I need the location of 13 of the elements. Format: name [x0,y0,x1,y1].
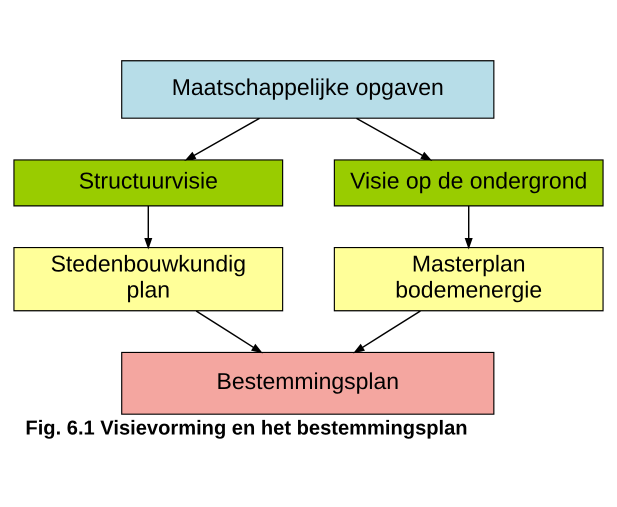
node-box: Maatschappelijke opgaven [121,60,494,118]
node-box: Bestemmingsplan [121,351,494,414]
node-box: Visie op de ondergrond [334,158,604,206]
arrow [196,310,263,353]
node-box: Structuurvisie [13,158,284,206]
arrow [184,117,260,160]
node-box: Stedenbouwkundig plan [13,246,284,311]
arrow [464,205,473,249]
caption: Fig. 6.1 Visievorming en het bestemmingsplan [25,417,468,440]
arrow [356,117,432,160]
node-box: Masterplan bodemenergie [334,246,604,311]
arrow [353,310,421,353]
arrow [144,205,152,249]
